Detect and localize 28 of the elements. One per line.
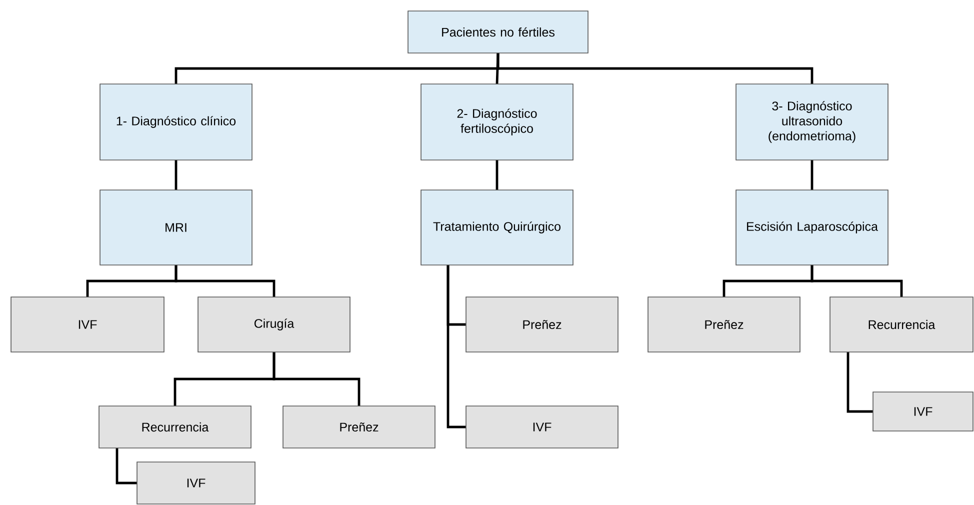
process-box: MRI	[100, 190, 252, 266]
outcome-box: Preñez	[282, 406, 436, 448]
connector-line	[496, 53, 814, 84]
connector-line	[116, 448, 137, 484]
outcome-box: IVF	[10, 296, 164, 352]
connector-line	[846, 352, 873, 413]
process-box: 2- Diagnóstico fertiloscópico	[420, 84, 574, 160]
process-box: 3- Diagnóstico ultrasonido (endometrioma)	[736, 84, 888, 160]
outcome-box: Preñez	[466, 296, 618, 352]
process-box: Tratamiento Quirúrgico	[420, 190, 574, 266]
connector-line	[496, 160, 498, 190]
outcome-box: IVF	[136, 462, 256, 504]
outcome-box: Preñez	[648, 296, 800, 352]
outcome-box: Cirugía	[198, 296, 350, 352]
connector-line	[810, 160, 814, 190]
connector-line	[446, 265, 466, 428]
outcome-box: IVF	[872, 392, 974, 432]
process-box: Pacientes no fértiles	[408, 10, 588, 54]
connector-line	[174, 265, 276, 297]
outcome-box: Recurrencia	[830, 296, 974, 352]
outcome-box: IVF	[466, 406, 618, 448]
connector-line	[496, 52, 500, 84]
process-box: Escisión Laparoscópica	[736, 190, 888, 266]
outcome-box: Recurrencia	[98, 406, 252, 448]
connector-line	[810, 265, 903, 297]
process-box: 1- Diagnóstico clínico	[100, 84, 252, 160]
connector-line	[174, 160, 178, 190]
connector-line	[272, 352, 360, 406]
